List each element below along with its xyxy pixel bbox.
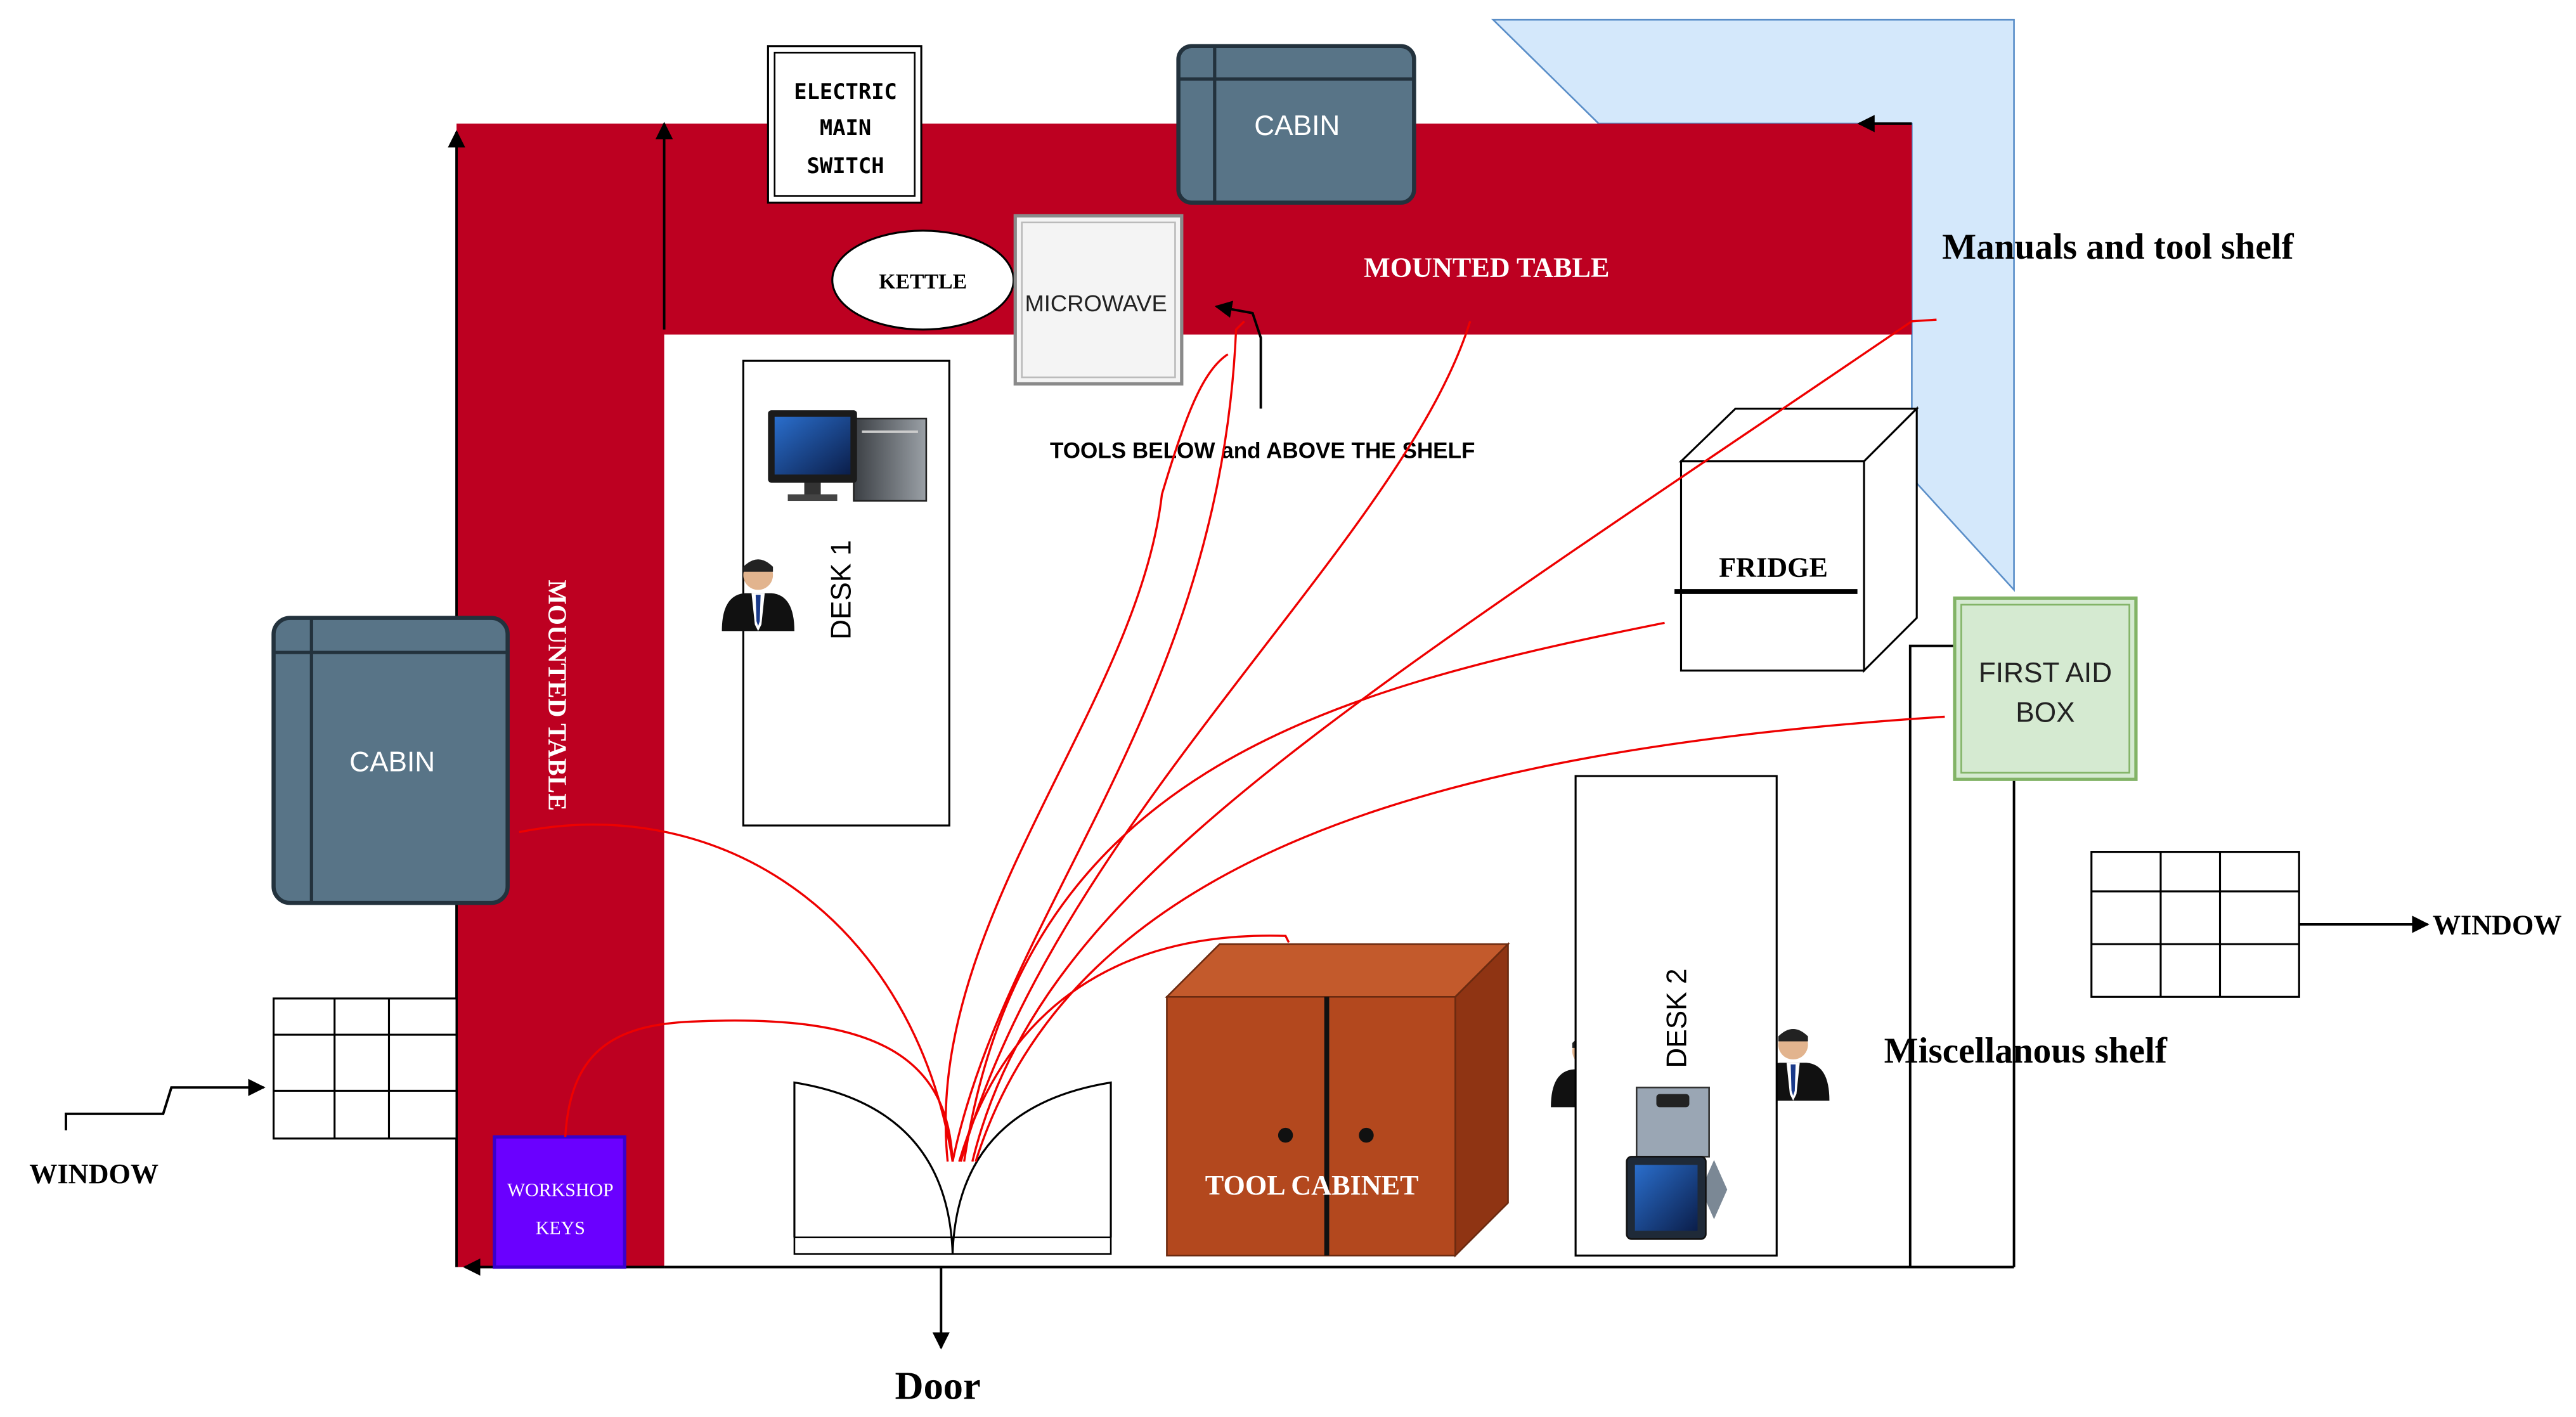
microwave xyxy=(1013,214,1184,386)
fridge-label: FRIDGE xyxy=(1719,552,1828,583)
door-label: Door xyxy=(895,1364,981,1407)
computer-icon xyxy=(768,410,928,502)
printer-icon xyxy=(1626,1086,1728,1240)
desk-1-label: DESK 1 xyxy=(825,540,857,640)
fridge xyxy=(1674,406,1919,673)
kettle-label: KETTLE xyxy=(879,270,967,294)
electric-main-switch xyxy=(767,45,922,204)
manuals-shelf-label: Manuals and tool shelf xyxy=(1942,227,2294,267)
window-left xyxy=(272,997,458,1140)
walk-paths xyxy=(519,318,1945,1162)
cabin-top-label: CABIN xyxy=(1254,110,1340,141)
window-right xyxy=(2090,851,2300,998)
electric-switch-line-2: MAIN xyxy=(820,115,871,140)
window-left-label: WINDOW xyxy=(29,1158,159,1189)
misc-shelf xyxy=(1908,644,1957,1267)
microwave-label: MICROWAVE xyxy=(1025,290,1167,316)
mounted-table-left-label: MOUNTED TABLE xyxy=(543,579,573,811)
cabin-left xyxy=(271,616,510,905)
workshop-keys-line-1: WORKSHOP xyxy=(507,1180,614,1201)
mounted-table-top-label: MOUNTED TABLE xyxy=(1364,252,1609,283)
door xyxy=(793,1081,1112,1255)
tool-cabinet-label: TOOL CABINET xyxy=(1205,1170,1419,1201)
electric-switch-line-3: SWITCH xyxy=(807,153,884,178)
misc-shelf-label: Miscellanous shelf xyxy=(1884,1031,2168,1071)
tools-note: TOOLS BELOW and ABOVE THE SHELF xyxy=(1050,438,1475,463)
workshop-keys-line-2: KEYS xyxy=(536,1218,585,1239)
electric-switch-line-1: ELECTRIC xyxy=(794,79,897,104)
workshop-keys xyxy=(493,1135,626,1269)
first-aid-box xyxy=(1953,596,2138,781)
desk-2-label: DESK 2 xyxy=(1661,969,1692,1068)
first-aid-line-1: FIRST AID xyxy=(1979,657,2112,689)
tool-cabinet xyxy=(1165,941,1510,1258)
cabin-left-label: CABIN xyxy=(349,746,435,777)
first-aid-line-2: BOX xyxy=(2016,697,2074,728)
cabin-top xyxy=(1176,44,1416,205)
window-right-label: WINDOW xyxy=(2433,910,2562,941)
